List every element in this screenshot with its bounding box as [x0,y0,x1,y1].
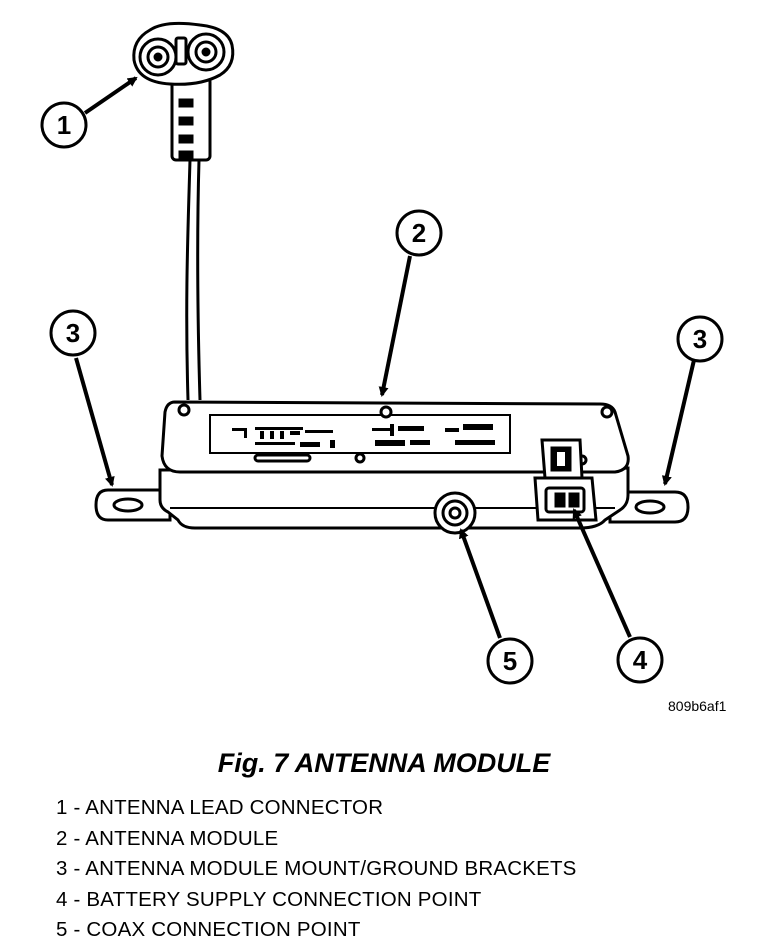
legend-item: 5 - COAX CONNECTION POINT [56,918,361,941]
callout-4: 4 [616,636,664,684]
legend-item: 3 - ANTENNA MODULE MOUNT/GROUND BRACKETS [56,857,577,880]
callout-2: 2 [395,209,443,257]
callout-1: 1 [40,101,88,149]
coax-connector [433,491,477,535]
callout-5: 5 [486,637,534,685]
callout-1-label: 1 [57,110,71,140]
legend-list: 1 - ANTENNA LEAD CONNECTOR 2 - ANTENNA M… [56,793,577,946]
callouts: 1 2 3 3 4 5 [40,101,724,685]
legend-item: 1 - ANTENNA LEAD CONNECTOR [56,796,384,819]
callout-3-left: 3 [49,309,97,357]
callout-4-label: 4 [633,645,648,675]
leader-arrows [74,76,696,639]
legend-item: 2 - ANTENNA MODULE [56,826,279,850]
figure-code: 809b6af1 [668,698,727,714]
antenna-module-body [158,400,630,530]
figure-caption: Fig. 7 ANTENNA MODULE [217,748,551,778]
mount-brackets [94,488,690,524]
callout-5-label: 5 [503,646,517,676]
module-label-markings [232,424,495,448]
callout-2-label: 2 [412,218,426,248]
antenna-lead-connector [132,21,235,401]
legend-item: 4 - BATTERY SUPPLY CONNECTION POINT [56,887,482,911]
callout-3-left-label: 3 [66,318,80,348]
callout-3-right-label: 3 [693,324,707,354]
antenna-module-diagram: 1 2 3 3 4 5 [40,21,724,685]
callout-3-right: 3 [676,315,724,363]
